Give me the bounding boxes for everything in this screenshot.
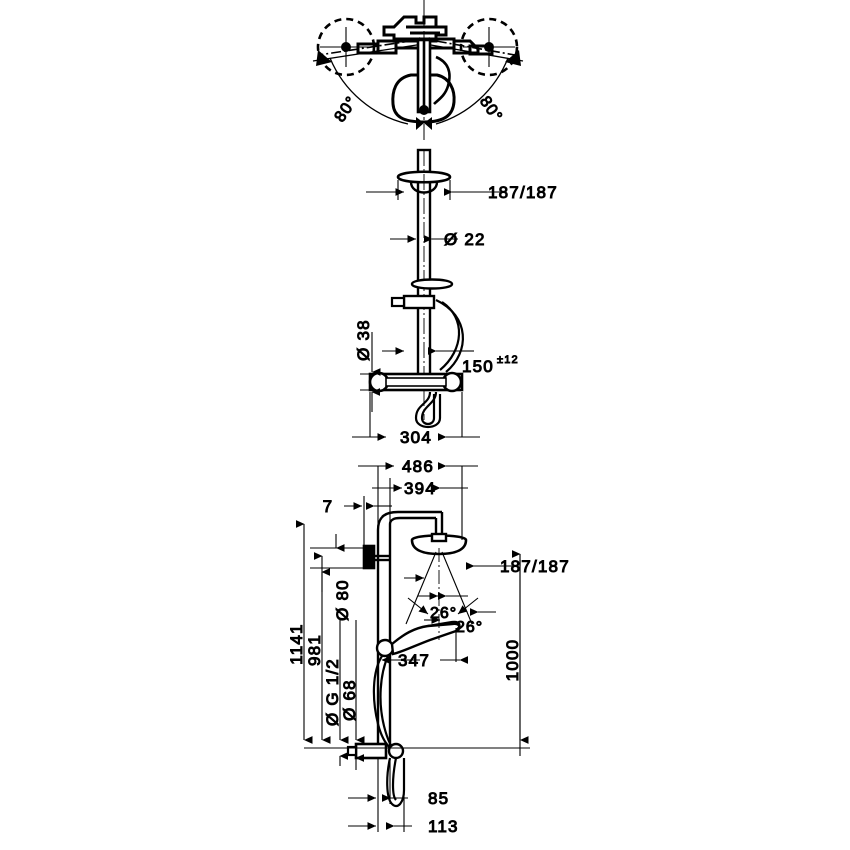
dim-486: 486 bbox=[402, 457, 434, 476]
angle-arc-right bbox=[435, 57, 509, 125]
side-hose-a bbox=[372, 655, 393, 751]
angle-arc-left bbox=[329, 57, 409, 125]
side-dimensions bbox=[296, 462, 530, 832]
front-holder-disc bbox=[410, 278, 454, 290]
side-handshower-holder bbox=[375, 638, 395, 658]
dim-7: 7 bbox=[323, 497, 334, 516]
front-hose-upper2 bbox=[439, 301, 461, 371]
side-hose-tail bbox=[386, 757, 406, 808]
dim-68: Ø 68 bbox=[340, 679, 359, 721]
dim-80: Ø 80 bbox=[333, 579, 352, 621]
front-thermostat bbox=[368, 371, 464, 393]
side-arm-outer bbox=[376, 510, 442, 531]
dim-187-187-front: 187/187 bbox=[488, 183, 558, 202]
top-view-shower-head bbox=[391, 73, 456, 124]
front-dimensions bbox=[352, 180, 500, 441]
front-view-group bbox=[368, 148, 465, 429]
dim-304: 304 bbox=[400, 428, 432, 447]
dim-113: 113 bbox=[428, 817, 459, 836]
dim-981: 981 bbox=[305, 634, 324, 666]
dim-150: 150 bbox=[462, 357, 494, 376]
front-head-joint bbox=[409, 181, 439, 194]
angle-label-left: 80° bbox=[332, 93, 362, 125]
side-arm-inner bbox=[388, 516, 436, 525]
swivel-arrow-left bbox=[316, 50, 332, 66]
top-view-group bbox=[312, 0, 524, 140]
side-valve-body bbox=[354, 742, 388, 760]
dim-g-1-2: Ø G 1/2 bbox=[323, 658, 342, 726]
side-handshower bbox=[390, 622, 461, 656]
dim-38: Ø 38 bbox=[354, 319, 373, 361]
dim-187-187-side: 187/187 bbox=[500, 557, 570, 576]
swivel-arrow-right bbox=[505, 50, 521, 66]
side-wall-bracket bbox=[362, 544, 376, 570]
dim-1000: 1000 bbox=[503, 639, 522, 682]
dim-1141: 1141 bbox=[287, 623, 306, 664]
dim-26-left: 26° bbox=[430, 605, 457, 622]
dim-394: 394 bbox=[404, 479, 436, 498]
front-hose-loop bbox=[414, 391, 442, 429]
front-hose-loop2 bbox=[420, 391, 438, 426]
dim-26-right: 26° bbox=[456, 619, 483, 636]
swivel-circle-right bbox=[459, 17, 519, 77]
top-view-hose bbox=[433, 55, 451, 105]
dim-150-tolerance: ±12 bbox=[497, 354, 519, 366]
front-holder-bracket bbox=[402, 294, 436, 310]
dim-22: Ø 22 bbox=[444, 230, 486, 249]
dim-85: 85 bbox=[428, 789, 449, 808]
side-view-group bbox=[346, 510, 468, 808]
side-outlet bbox=[387, 742, 405, 760]
dim-347: 347 bbox=[398, 651, 430, 670]
